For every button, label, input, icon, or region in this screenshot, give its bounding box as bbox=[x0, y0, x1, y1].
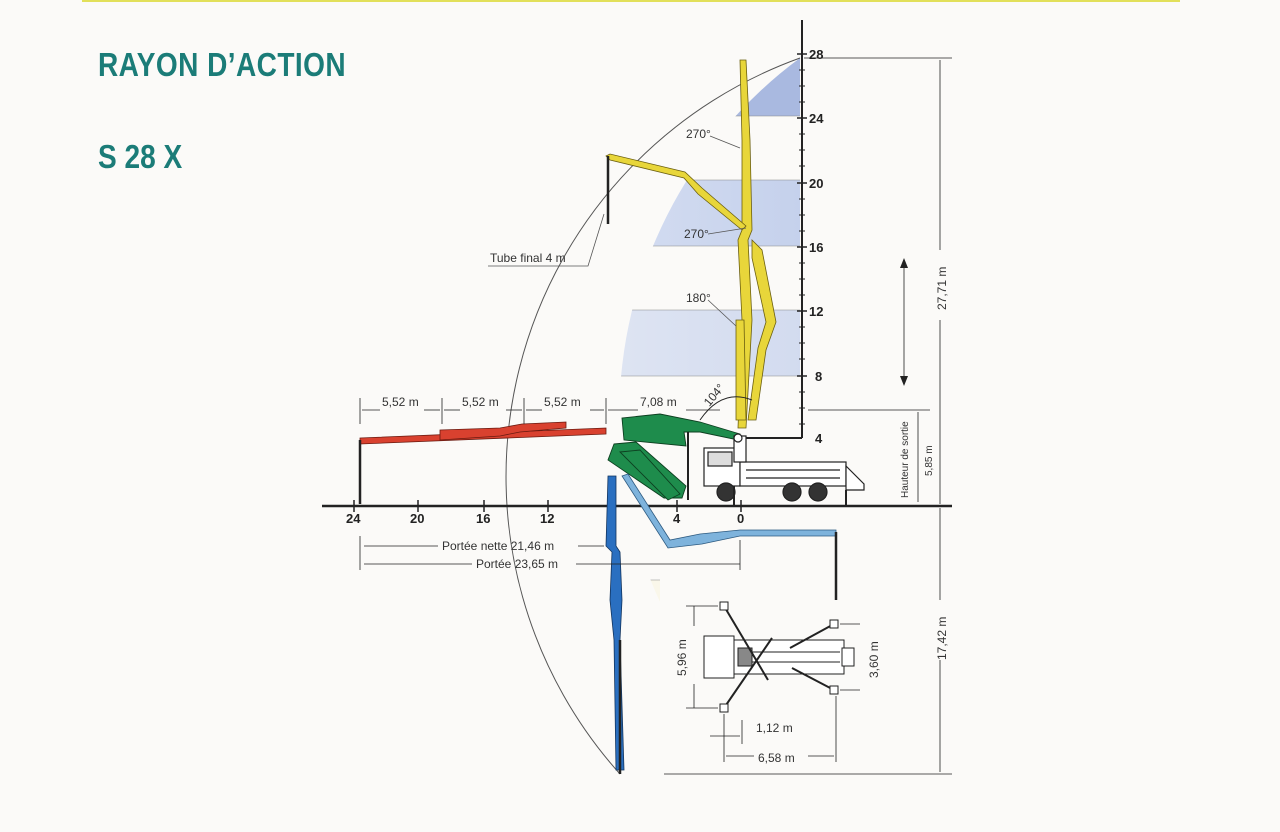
seg4-label: 7,08 m bbox=[640, 395, 677, 409]
band-28-24 bbox=[619, 58, 800, 116]
boom-red bbox=[359, 421, 607, 445]
hauteur-sortie-label: Hauteur de sortie bbox=[900, 421, 911, 498]
truck-side bbox=[703, 433, 865, 506]
seg2-label: 5,52 m bbox=[462, 395, 499, 409]
band-depth-1 bbox=[619, 580, 660, 646]
height-dimensions bbox=[664, 57, 952, 775]
band-12-8 bbox=[619, 310, 800, 376]
x-tick-12: 12 bbox=[540, 511, 554, 526]
y-tick-4: 4 bbox=[815, 431, 823, 446]
reach-arc bbox=[505, 57, 801, 775]
angle-270-top: 270° bbox=[686, 127, 711, 141]
height-axis: 28 24 20 16 12 8 4 bbox=[740, 20, 824, 446]
ground-axis: 24 20 16 12 4 0 bbox=[322, 500, 952, 526]
top-rule bbox=[82, 0, 1180, 2]
x-tick-4: 4 bbox=[673, 511, 681, 526]
x-tick-16: 16 bbox=[476, 511, 490, 526]
y-tick-12: 12 bbox=[809, 304, 823, 319]
boom-green bbox=[607, 413, 741, 501]
outrigger-length-label: 5,96 m bbox=[675, 639, 689, 676]
angle-270-mid: 270° bbox=[684, 227, 709, 241]
model-name: S 28 X bbox=[98, 138, 183, 175]
boom-yellow bbox=[735, 59, 777, 429]
arrow-down bbox=[900, 376, 908, 386]
y-tick-16: 16 bbox=[809, 240, 823, 255]
depth-total-label: 17,42 m bbox=[935, 617, 949, 660]
plan-dimensions bbox=[686, 605, 860, 762]
x-tick-20: 20 bbox=[410, 511, 424, 526]
page-title: RAYON D’ACTION bbox=[98, 46, 347, 83]
tube-final-callout: Tube final 4 m bbox=[488, 213, 605, 267]
y-tick-24: 24 bbox=[809, 111, 824, 126]
x-tick-0: 0 bbox=[737, 511, 744, 526]
front-offset-label: 1,12 m bbox=[756, 721, 793, 735]
tube-final-label: Tube final 4 m bbox=[490, 251, 566, 265]
height-total-label: 27,71 m bbox=[935, 267, 949, 310]
portee-dimensions bbox=[359, 536, 741, 570]
y-tick-8: 8 bbox=[815, 369, 822, 384]
seg3-label: 5,52 m bbox=[544, 395, 581, 409]
y-tick-20: 20 bbox=[809, 176, 823, 191]
seg1-label: 5,52 m bbox=[382, 395, 419, 409]
truck-plan-view bbox=[703, 601, 855, 713]
band-depth-2 bbox=[619, 710, 660, 774]
portee-nette-label: Portée nette 21,46 m bbox=[442, 539, 554, 553]
hauteur-sortie-value: 5,85 m bbox=[924, 445, 935, 476]
boom-blue bbox=[605, 475, 625, 771]
angle-180: 180° bbox=[686, 291, 711, 305]
boom-lightblue bbox=[621, 473, 837, 549]
segment-dimensions bbox=[359, 398, 720, 424]
portee-label: Portée 23,65 m bbox=[476, 557, 558, 571]
arrow-up bbox=[900, 258, 908, 268]
outrigger-width-label: 3,60 m bbox=[867, 641, 881, 678]
y-tick-28: 28 bbox=[809, 47, 823, 62]
x-tick-24: 24 bbox=[346, 511, 361, 526]
rear-span-label: 6,58 m bbox=[758, 751, 795, 765]
